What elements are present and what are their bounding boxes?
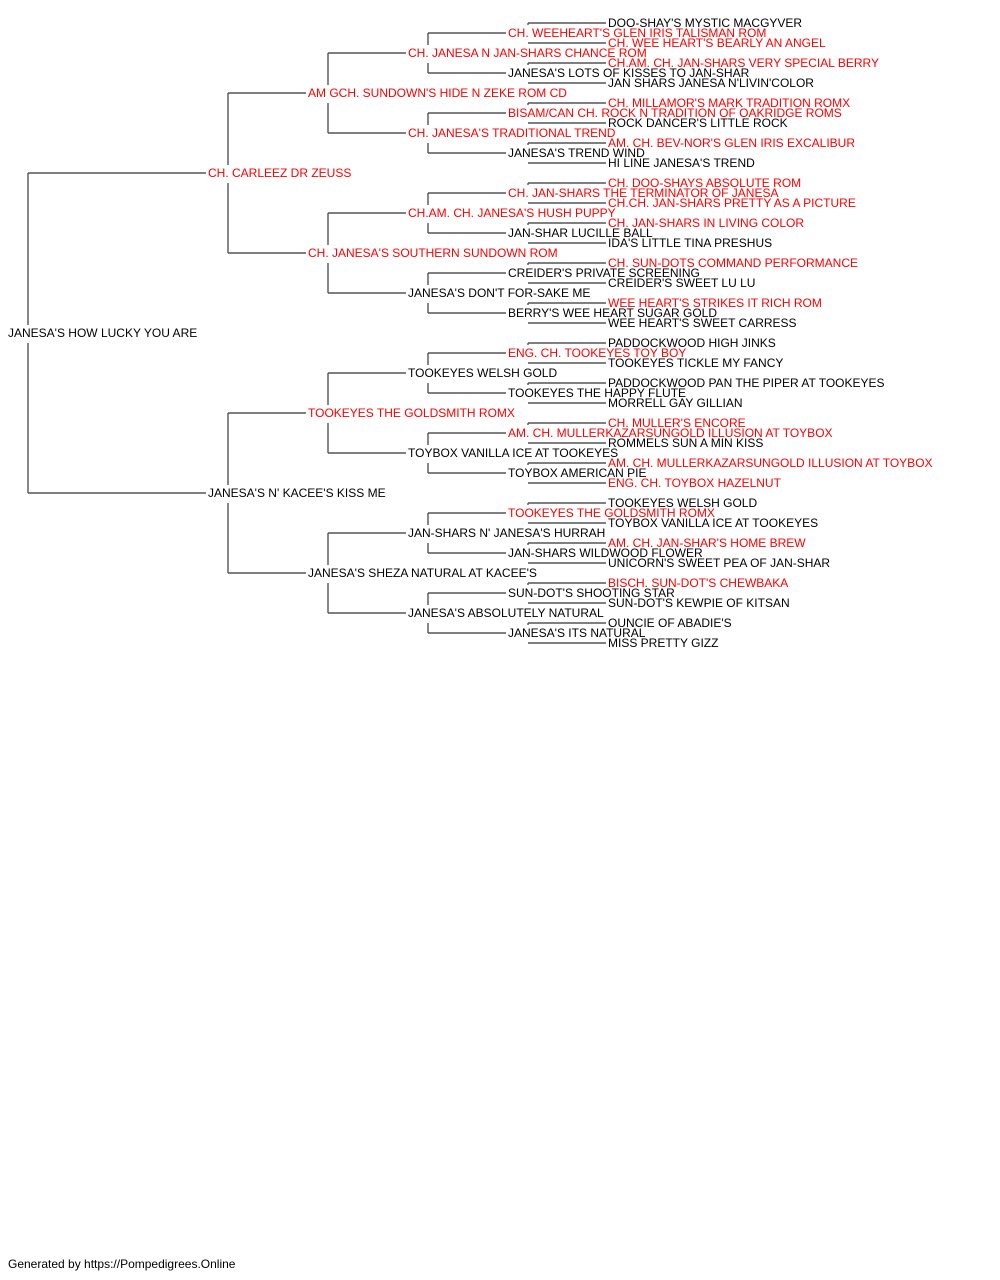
gen4-ancestor-name[interactable]: JAN-SHAR LUCILLE BALL xyxy=(508,226,653,240)
gen5-ancestor-name[interactable]: CREIDER'S SWEET LU LU xyxy=(608,276,756,290)
gen3-ancestor-name[interactable]: CH. JANESA'S TRADITIONAL TREND xyxy=(408,126,616,140)
gen5-ancestor-name[interactable]: SUN-DOT'S KEWPIE OF KITSAN xyxy=(608,596,790,610)
gen5-ancestor-name[interactable]: WEE HEART'S STRIKES IT RICH ROM xyxy=(608,296,822,310)
gen3-ancestor-name[interactable]: CH.AM. CH. JANESA'S HUSH PUPPY xyxy=(408,206,616,220)
gen5-ancestor-name[interactable]: CH. WEE HEART'S BEARLY AN ANGEL xyxy=(608,36,826,50)
gen5-ancestor-name[interactable]: JAN SHARS JANESA N'LIVIN'COLOR xyxy=(608,76,814,90)
gen4-ancestor-name[interactable]: AM. CH. MULLERKAZARSUNGOLD ILLUSION AT T… xyxy=(508,426,833,440)
gen5-ancestor-name[interactable]: WEE HEART'S SWEET CARRESS xyxy=(608,316,797,330)
gen2-ancestor-name[interactable]: CH. JANESA'S SOUTHERN SUNDOWN ROM xyxy=(308,246,558,260)
gen2-ancestor-name[interactable]: TOOKEYES THE GOLDSMITH ROMX xyxy=(308,406,515,420)
gen5-ancestor-name[interactable]: AM. CH. MULLERKAZARSUNGOLD ILLUSION AT T… xyxy=(608,456,933,470)
subject-dog-name[interactable]: JANESA'S HOW LUCKY YOU ARE xyxy=(8,326,198,340)
gen4-ancestor-name[interactable]: JANESA'S LOTS OF KISSES TO JAN-SHAR xyxy=(508,66,750,80)
gen5-ancestor-name[interactable]: ENG. CH. TOYBOX HAZELNUT xyxy=(608,476,781,490)
gen4-ancestor-name[interactable]: JANESA'S ITS NATURAL xyxy=(508,626,646,640)
gen3-ancestor-name[interactable]: JAN-SHARS N' JANESA'S HURRAH xyxy=(408,526,606,540)
gen5-ancestor-name[interactable]: CH. JAN-SHARS IN LIVING COLOR xyxy=(608,216,805,230)
gen4-ancestor-name[interactable]: TOOKEYES THE GOLDSMITH ROMX xyxy=(508,506,715,520)
gen5-ancestor-name[interactable]: MORRELL GAY GILLIAN xyxy=(608,396,743,410)
gen5-ancestor-name[interactable]: TOOKEYES WELSH GOLD xyxy=(608,496,758,510)
gen5-ancestor-name[interactable]: ROCK DANCER'S LITTLE ROCK xyxy=(608,116,788,130)
gen2-ancestor-name[interactable]: AM GCH. SUNDOWN'S HIDE N ZEKE ROM CD xyxy=(308,86,567,100)
gen5-ancestor-name[interactable]: PADDOCKWOOD PAN THE PIPER AT TOOKEYES xyxy=(608,376,885,390)
gen4-ancestor-name[interactable]: JAN-SHARS WILDWOOD FLOWER xyxy=(508,546,703,560)
gen2-ancestor-name[interactable]: JANESA'S SHEZA NATURAL AT KACEE'S xyxy=(308,566,537,580)
gen5-ancestor-name[interactable]: CH. MULLER'S ENCORE xyxy=(608,416,746,430)
gen1-ancestor-name[interactable]: JANESA'S N' KACEE'S KISS ME xyxy=(208,486,386,500)
gen5-ancestor-name[interactable]: DOO-SHAY'S MYSTIC MACGYVER xyxy=(608,16,803,30)
gen5-ancestor-name[interactable]: PADDOCKWOOD HIGH JINKS xyxy=(608,336,776,350)
gen4-ancestor-name[interactable]: CH. WEEHEART'S GLEN IRIS TALISMAN ROM xyxy=(508,26,767,40)
gen5-ancestor-name[interactable]: OUNCIE OF ABADIE'S xyxy=(608,616,732,630)
gen4-ancestor-name[interactable]: CREIDER'S PRIVATE SCREENING xyxy=(508,266,700,280)
gen5-ancestor-name[interactable]: ROMMELS SUN A MIN KISS xyxy=(608,436,764,450)
gen4-ancestor-name[interactable]: SUN-DOT'S SHOOTING STAR xyxy=(508,586,675,600)
gen3-ancestor-name[interactable]: JANESA'S DON'T FOR-SAKE ME xyxy=(408,286,591,300)
gen4-ancestor-name[interactable]: CH. JAN-SHARS THE TERMINATOR OF JANESA xyxy=(508,186,779,200)
gen5-ancestor-name[interactable]: TOOKEYES TICKLE MY FANCY xyxy=(608,356,784,370)
gen5-ancestor-name[interactable]: MISS PRETTY GIZZ xyxy=(608,636,719,650)
gen5-ancestor-name[interactable]: CH. MILLAMOR'S MARK TRADITION ROMX xyxy=(608,96,851,110)
gen3-ancestor-name[interactable]: TOYBOX VANILLA ICE AT TOOKEYES xyxy=(408,446,619,460)
gen4-ancestor-name[interactable]: BERRY'S WEE HEART SUGAR GOLD xyxy=(508,306,718,320)
gen3-ancestor-name[interactable]: CH. JANESA N JAN-SHARS CHANCE ROM xyxy=(408,46,647,60)
gen4-ancestor-name[interactable]: TOOKEYES THE HAPPY FLUTE xyxy=(508,386,687,400)
gen5-ancestor-name[interactable]: TOYBOX VANILLA ICE AT TOOKEYES xyxy=(608,516,819,530)
gen5-ancestor-name[interactable]: UNICORN'S SWEET PEA OF JAN-SHAR xyxy=(608,556,831,570)
gen4-ancestor-name[interactable]: BISAM/CAN CH. ROCK N TRADITION OF OAKRID… xyxy=(508,106,842,120)
gen4-ancestor-name[interactable]: ENG. CH. TOOKEYES TOY BOY xyxy=(508,346,687,360)
gen3-ancestor-name[interactable]: TOOKEYES WELSH GOLD xyxy=(408,366,558,380)
gen4-ancestor-name[interactable]: TOYBOX AMERICAN PIE xyxy=(508,466,647,480)
gen5-ancestor-name[interactable]: CH.CH. JAN-SHARS PRETTY AS A PICTURE xyxy=(608,196,856,210)
gen3-ancestor-name[interactable]: JANESA'S ABSOLUTELY NATURAL xyxy=(408,606,604,620)
gen1-ancestor-name[interactable]: CH. CARLEEZ DR ZEUSS xyxy=(208,166,352,180)
gen5-ancestor-name[interactable]: CH. DOO-SHAYS ABSOLUTE ROM xyxy=(608,176,802,190)
gen5-ancestor-name[interactable]: IDA'S LITTLE TINA PRESHUS xyxy=(608,236,773,250)
gen5-ancestor-name[interactable]: BISCH. SUN-DOT'S CHEWBAKA xyxy=(608,576,789,590)
generated-by-footer: Generated by https://Pompedigrees.Online xyxy=(8,1257,236,1271)
gen5-ancestor-name[interactable]: CH. SUN-DOTS COMMAND PERFORMANCE xyxy=(608,256,859,270)
gen5-ancestor-name[interactable]: CH.AM. CH. JAN-SHARS VERY SPECIAL BERRY xyxy=(608,56,879,70)
gen4-ancestor-name[interactable]: JANESA'S TREND WIND xyxy=(508,146,645,160)
gen5-ancestor-name[interactable]: AM. CH. JAN-SHAR'S HOME BREW xyxy=(608,536,806,550)
gen5-ancestor-name[interactable]: AM. CH. BEV-NOR'S GLEN IRIS EXCALIBUR xyxy=(608,136,856,150)
gen5-ancestor-name[interactable]: HI LINE JANESA'S TREND xyxy=(608,156,755,170)
